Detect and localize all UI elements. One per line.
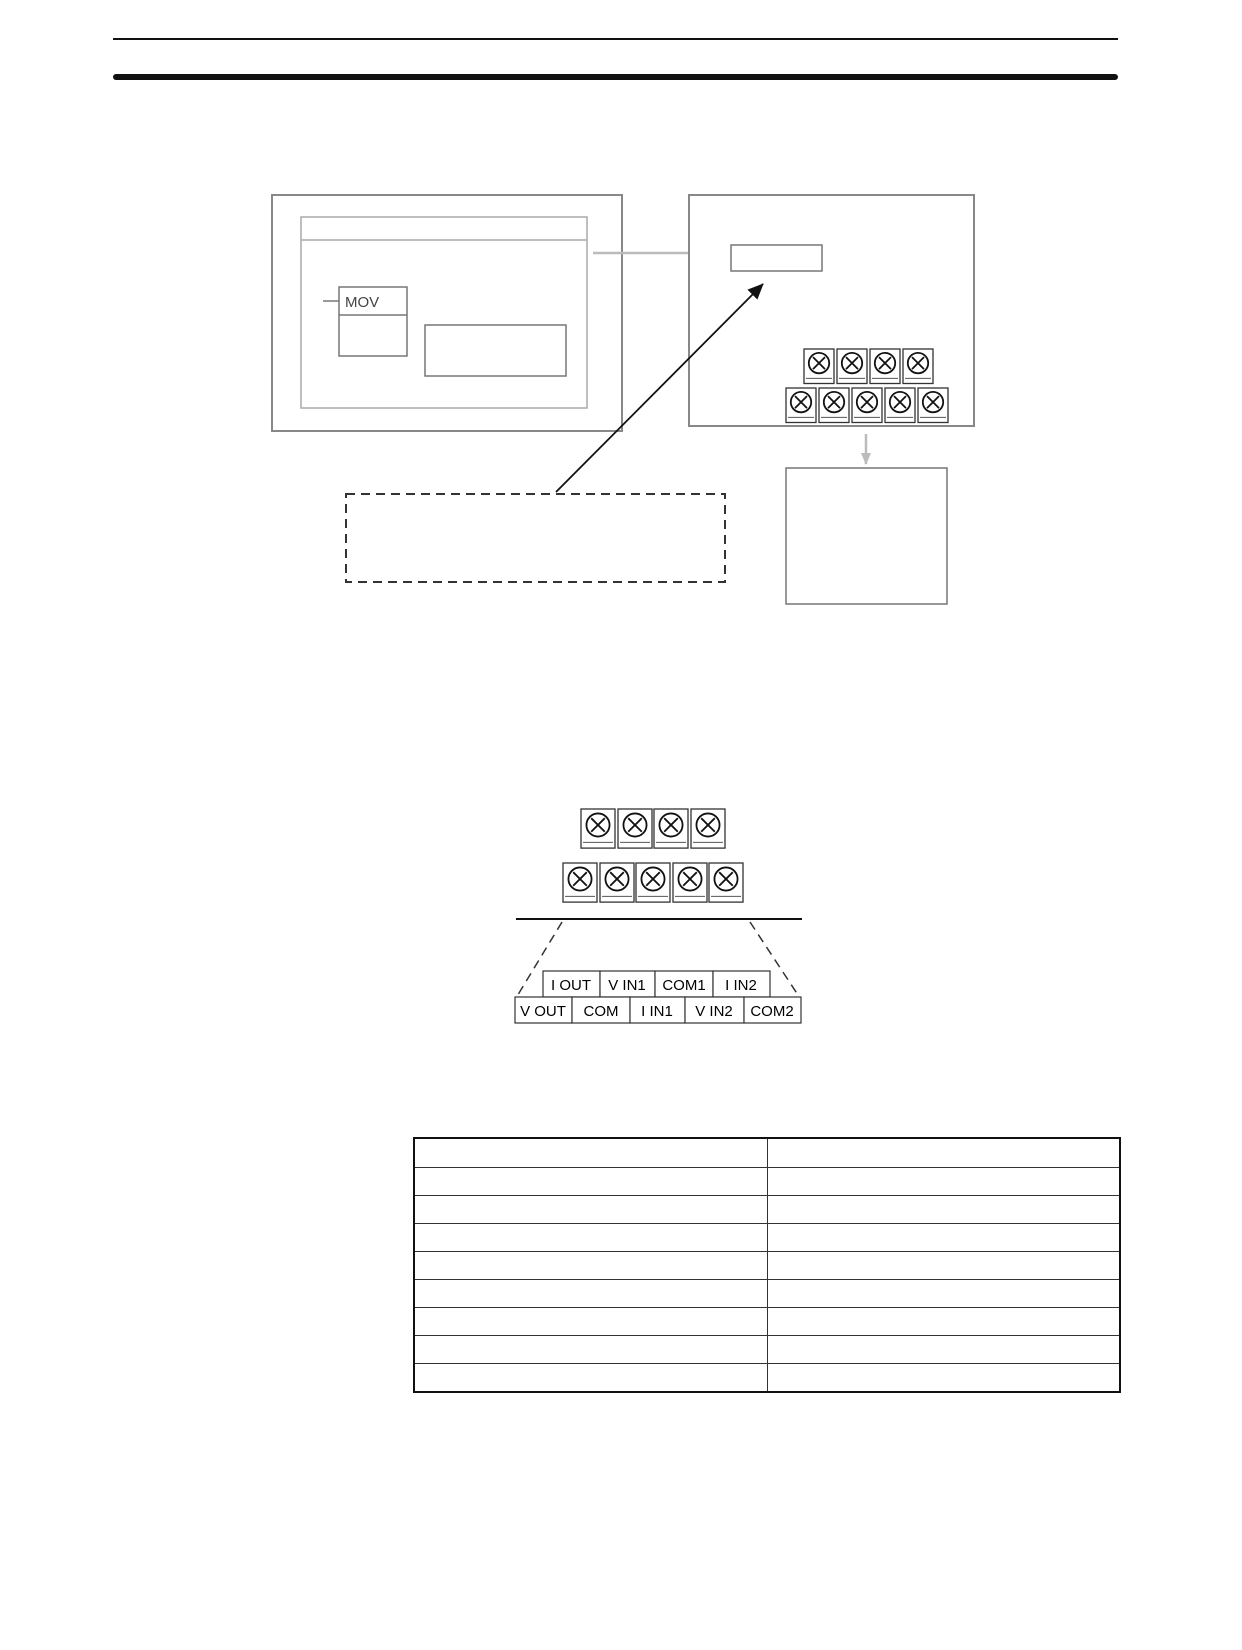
- label-v-in2: V IN2: [695, 1003, 733, 1020]
- table-cell: [413, 1223, 768, 1252]
- table-cell: [413, 1363, 768, 1393]
- terminal-block-diagram: I OUT V IN1 COM1 I IN2 V OUT COM I IN1 V…: [514, 808, 802, 1024]
- operand-box: [424, 324, 567, 377]
- label-v-out: V OUT: [520, 1003, 566, 1020]
- table-cell: [413, 1335, 768, 1364]
- label-i-in1: I IN1: [641, 1003, 673, 1020]
- screw-icon: [917, 387, 949, 424]
- unit-register-box: [730, 244, 823, 272]
- table-row: [413, 1251, 1121, 1280]
- screw-icon: [869, 348, 901, 385]
- terminal-screws: [562, 808, 744, 903]
- table-cell: [413, 1167, 768, 1196]
- screw-icon: [653, 808, 689, 849]
- label-com2: COM2: [750, 1003, 793, 1020]
- note-pointer-arrow: [555, 283, 764, 493]
- screw-icon: [599, 862, 635, 903]
- screw-icon: [617, 808, 653, 849]
- table-cell: [413, 1137, 768, 1168]
- label-i-out: I OUT: [551, 977, 591, 994]
- table-cell: [766, 1307, 1121, 1336]
- table-row: [413, 1279, 1121, 1308]
- spec-table: [413, 1137, 1121, 1393]
- header-rule-thick: [113, 74, 1118, 80]
- table-cell: [766, 1251, 1121, 1280]
- table-row: [413, 1363, 1121, 1393]
- mov-instruction-box: [338, 286, 408, 357]
- screw-icon: [785, 387, 817, 424]
- header-rule-thin: [113, 38, 1118, 40]
- table-row: [413, 1195, 1121, 1224]
- table-row: [413, 1307, 1121, 1336]
- expand-line-right: [749, 921, 801, 999]
- terminal-label-bottom-row: V OUT COM I IN1 V IN2 COM2: [514, 996, 802, 1024]
- external-device-box: [785, 467, 948, 605]
- screw-icon: [836, 348, 868, 385]
- table-cell: [766, 1335, 1121, 1364]
- screw-icon: [635, 862, 671, 903]
- table-cell: [766, 1195, 1121, 1224]
- screw-icon: [803, 348, 835, 385]
- screw-icon: [902, 348, 934, 385]
- screw-icon: [580, 808, 616, 849]
- screw-icon: [818, 387, 850, 424]
- screw-icon: [690, 808, 726, 849]
- screw-icon: [851, 387, 883, 424]
- table-row: [413, 1167, 1121, 1196]
- unit-terminal-block: [785, 348, 949, 424]
- table-cell: [766, 1137, 1121, 1168]
- screw-icon: [708, 862, 744, 903]
- label-i-in2: I IN2: [725, 977, 757, 994]
- note-box-dashed: [345, 493, 726, 583]
- table-cell: [766, 1223, 1121, 1252]
- table-cell: [413, 1307, 768, 1336]
- terminal-label-top-row: I OUT V IN1 COM1 I IN2: [542, 970, 771, 998]
- label-com: COM: [584, 1003, 619, 1020]
- table-cell: [766, 1279, 1121, 1308]
- table-cell: [766, 1167, 1121, 1196]
- table-row: [413, 1335, 1121, 1364]
- screw-icon: [672, 862, 708, 903]
- screw-icon: [884, 387, 916, 424]
- table-cell: [413, 1251, 768, 1280]
- table-row: [413, 1223, 1121, 1252]
- screw-icon: [562, 862, 598, 903]
- table-cell: [413, 1279, 768, 1308]
- label-v-in1: V IN1: [608, 977, 646, 994]
- table-row: [413, 1137, 1121, 1168]
- table-cell: [413, 1195, 768, 1224]
- table-cell: [766, 1363, 1121, 1393]
- label-com1: COM1: [662, 977, 705, 994]
- mov-instruction-label: MOV: [345, 294, 379, 311]
- overview-diagram: MOV: [271, 194, 975, 605]
